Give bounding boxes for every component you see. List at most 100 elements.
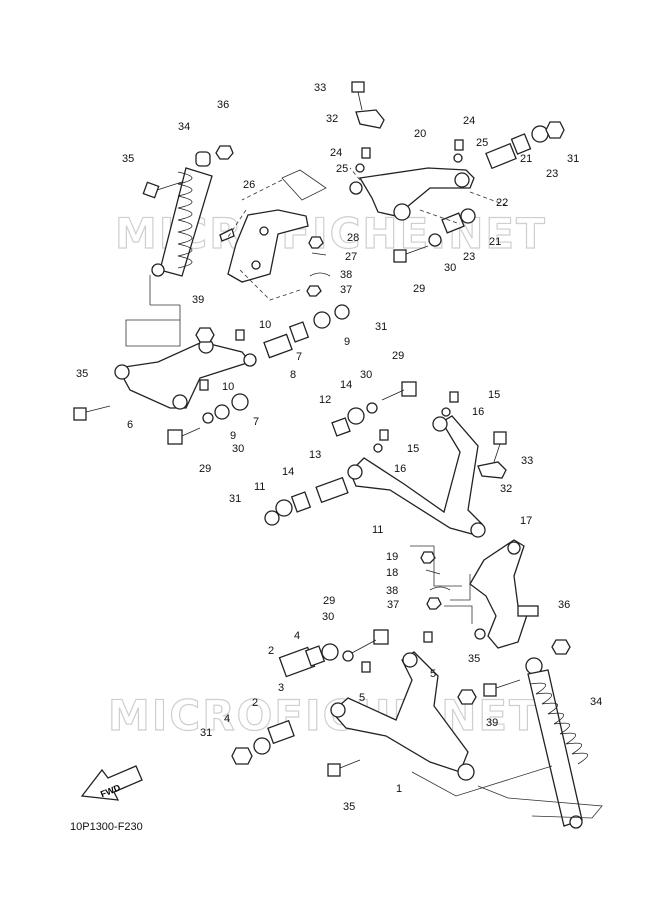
bolt-35-left: [73, 405, 111, 421]
bushings-21-22-23-upper: [428, 121, 565, 247]
callout-37: 37: [340, 284, 352, 296]
callout-22: 22: [496, 197, 508, 209]
callout-37: 37: [387, 599, 399, 611]
callout-12: 12: [319, 394, 331, 406]
bushings-12-13-14-right: [264, 402, 378, 526]
callout-11: 11: [254, 481, 265, 493]
callout-29: 29: [199, 463, 211, 475]
upper-arm-20: [349, 167, 475, 221]
nut-36-upper: [215, 145, 234, 160]
callout-32: 32: [500, 483, 512, 495]
callout-34: 34: [178, 121, 190, 133]
callout-29: 29: [323, 595, 335, 607]
bushings-7-8-9-left: [202, 304, 350, 424]
callout-15: 15: [488, 389, 500, 401]
lower-shock-absorber-34: [525, 657, 588, 829]
callout-5: 5: [359, 692, 365, 704]
callout-10: 10: [222, 381, 234, 393]
nut-39-left: [195, 327, 215, 343]
callout-15: 15: [407, 443, 419, 455]
callout-10: 10: [259, 319, 271, 331]
callout-32: 32: [326, 113, 338, 125]
callout-38: 38: [386, 585, 398, 597]
nut-39-36-lower: [457, 639, 571, 705]
small-parts-27-28-37-38: [306, 236, 331, 297]
lower-arm-11: [347, 415, 486, 538]
callout-6: 6: [127, 419, 133, 431]
callout-9: 9: [230, 430, 236, 442]
callout-30: 30: [444, 262, 456, 274]
callout-14: 14: [340, 379, 352, 391]
callout-35: 35: [122, 153, 134, 165]
callout-31: 31: [200, 727, 212, 739]
small-parts-18-19-37-38-lower: [420, 551, 451, 610]
callout-36: 36: [558, 599, 570, 611]
callout-9: 9: [344, 336, 350, 348]
callout-25: 25: [476, 137, 488, 149]
callout-31: 31: [375, 321, 387, 333]
callout-11: 11: [372, 524, 383, 536]
callout-16: 16: [472, 406, 484, 418]
callout-5: 5: [430, 668, 436, 680]
callout-34: 34: [590, 696, 602, 708]
callout-35: 35: [468, 653, 480, 665]
callout-23: 23: [546, 168, 558, 180]
callout-30: 30: [322, 611, 334, 623]
bolt-29-lower: [342, 629, 389, 662]
callout-31: 31: [567, 153, 579, 165]
bracket-32-33-upper: [351, 81, 385, 129]
callout-35: 35: [343, 801, 355, 813]
callout-25: 25: [336, 163, 348, 175]
callout-4: 4: [294, 630, 300, 642]
diagram-code: 10P1300-F230: [70, 821, 143, 833]
callout-39: 39: [192, 294, 204, 306]
lower-arm-1: [330, 651, 475, 781]
callout-21: 21: [489, 236, 501, 248]
callout-33: 33: [314, 82, 326, 94]
fwd-arrow-icon: FWD: [80, 765, 143, 801]
callout-7: 7: [296, 351, 302, 363]
callout-29: 29: [392, 350, 404, 362]
callout-20: 20: [414, 128, 426, 140]
callout-28: 28: [347, 232, 359, 244]
knuckle-17: [469, 539, 539, 649]
callout-2: 2: [252, 697, 258, 709]
grease-5-lower: [361, 631, 433, 673]
callout-33: 33: [521, 455, 533, 467]
upper-shock-absorber: [151, 151, 213, 277]
callout-39: 39: [486, 717, 498, 729]
callout-21: 21: [520, 153, 532, 165]
grease-fittings-24-25-upper: [355, 139, 464, 173]
callout-27: 27: [345, 251, 357, 263]
bolt-29-right: [381, 381, 417, 401]
knuckle-26: [219, 209, 309, 283]
callout-18: 18: [386, 567, 398, 579]
callout-1: 1: [396, 783, 402, 795]
callout-23: 23: [463, 251, 475, 263]
callout-35: 35: [76, 368, 88, 380]
bushings-2-3-4-lower: [231, 643, 339, 765]
callout-16: 16: [394, 463, 406, 475]
grease-10-left: [199, 329, 245, 391]
bolt-35-upper: [142, 181, 183, 199]
callout-14: 14: [282, 466, 294, 478]
bolt-35-lower: [327, 679, 521, 777]
callout-17: 17: [520, 515, 532, 527]
grease-15-16-right: [373, 391, 459, 453]
callout-13: 13: [309, 449, 321, 461]
callout-4: 4: [224, 713, 230, 725]
callout-7: 7: [253, 416, 259, 428]
bracket-32-33-right: [477, 431, 507, 479]
part-callouts: 3332363435202425242526312123222128273837…: [76, 82, 602, 813]
callout-38: 38: [340, 269, 352, 281]
bolt-29-upper: [393, 245, 429, 263]
bolt-29-left: [167, 427, 201, 445]
callout-26: 26: [243, 179, 255, 191]
callout-31: 31: [229, 493, 241, 505]
callout-24: 24: [330, 147, 342, 159]
callout-3: 3: [278, 682, 284, 694]
callout-30: 30: [232, 443, 244, 455]
callout-36: 36: [217, 99, 229, 111]
callout-29: 29: [413, 283, 425, 295]
